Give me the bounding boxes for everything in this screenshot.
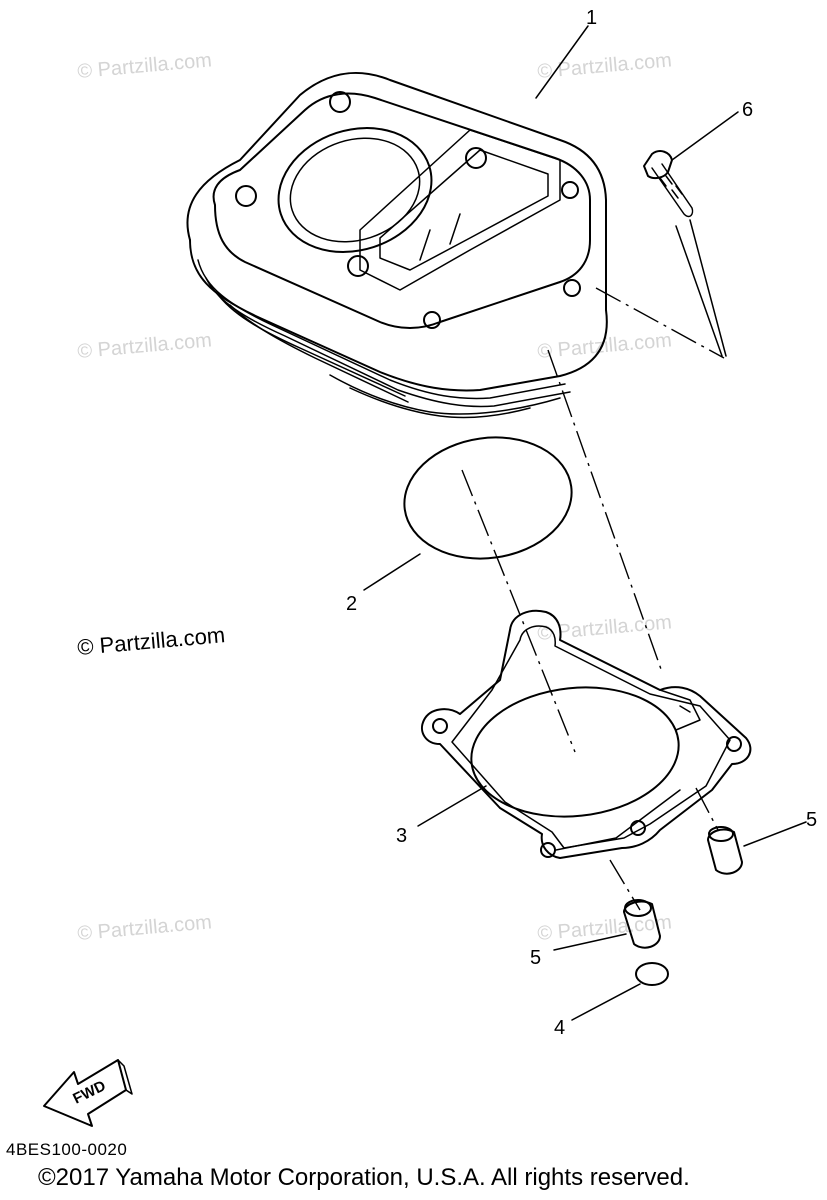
callout-label: 4 <box>554 1017 565 1039</box>
bolt-part <box>643 150 727 357</box>
watermark: © Partzilla.com <box>537 611 673 645</box>
small-o-ring-part <box>635 962 669 986</box>
callout-label: 3 <box>396 825 407 847</box>
watermark: © Partzilla.com <box>77 329 213 363</box>
watermark: © Partzilla.com <box>77 911 213 945</box>
dowel-pin-part <box>623 899 661 949</box>
callout-label: 1 <box>586 7 597 29</box>
o-ring-part <box>403 436 573 560</box>
watermarks: © Partzilla.com © Partzilla.com © Partzi… <box>76 49 672 945</box>
watermark: © Partzilla.com <box>77 49 213 83</box>
alignment-line <box>461 469 576 753</box>
alignment-line <box>547 349 663 673</box>
callout-label: 5 <box>530 947 541 969</box>
dowel-pin-part <box>707 826 743 875</box>
callout-label: 6 <box>742 99 753 121</box>
leader-lines <box>363 25 807 1021</box>
watermark-prominent: © Partzilla.com <box>76 622 226 660</box>
cylinder-part <box>186 71 608 419</box>
callout-label: 5 <box>806 809 817 831</box>
callout-label: 2 <box>346 593 357 615</box>
copyright-notice: ©2017 Yamaha Motor Corporation, U.S.A. A… <box>38 1164 690 1191</box>
watermark: © Partzilla.com <box>537 49 673 83</box>
alignment-line <box>595 287 725 359</box>
base-gasket-part <box>421 609 752 859</box>
watermark: © Partzilla.com <box>537 329 673 363</box>
fwd-arrow-icon: FWD <box>43 1059 133 1127</box>
alignment-line <box>695 787 719 831</box>
watermark: © Partzilla.com <box>537 911 673 945</box>
diagram-reference-code: 4BES100-0020 <box>6 1140 128 1159</box>
fwd-label: FWD <box>70 1077 108 1107</box>
